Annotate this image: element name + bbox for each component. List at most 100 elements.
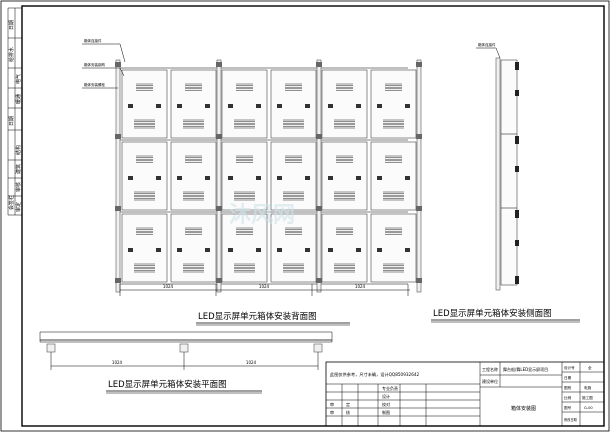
plan-view-title: LED显示屏单元箱体安装平面图 [108,379,227,390]
cabinet-port [177,248,182,252]
strip-cell-1: 给排水 [8,47,15,62]
tb-row-2-b: 定 [346,401,350,407]
strip-cell-4: 日期 [9,116,15,126]
post-bracket [316,134,322,139]
steel-post-3 [416,59,422,293]
cabinet-port [356,176,361,180]
cabinet-port [277,248,282,252]
cabinet-port [156,248,161,252]
sheet-inner-frame [21,5,605,427]
strip-cell-9: 审定 [15,202,22,212]
post-bracket [316,206,322,211]
cabinet-port [177,176,182,180]
cabinet-port [356,248,361,252]
steel-post-1 [216,59,222,293]
plan-dim-0: 1024 [112,360,123,365]
cabinet-port [277,104,282,108]
side-view-drawing: 箱体连接件 [476,42,519,291]
post-bracket [115,134,121,139]
strip-cell-7: 会签栏 [8,195,15,210]
cabinet-port [228,104,233,108]
rc-value-0: 全 [588,365,592,370]
title-block-notice: 此图仅供参考，尺寸未确，设计QQ850932642 [330,371,420,378]
cabinet-port [128,104,133,108]
cabinet-port [377,104,382,108]
cabinet-port [328,104,333,108]
back-view-leaders: 箱体连接件 箱体安装钢构 箱体安装螺栓 [82,38,126,89]
cabinet-port [305,176,310,180]
project-name: 舞台船/舞LED显示屏项目 [503,366,548,372]
post-bracket [416,62,422,67]
post-bracket [216,62,222,67]
cabinet-port [128,176,133,180]
svg-text:箱体连接件: 箱体连接件 [84,38,102,43]
post-bracket [316,278,322,283]
back-dim-1: 1024 [259,284,270,289]
cabinet-port [228,248,233,252]
cabinet-port [356,104,361,108]
cabinet-port [205,176,210,180]
cabinet-port [328,248,333,252]
svg-text:箱体安装钢构: 箱体安装钢构 [84,62,105,67]
rc-label-0: 设计号 [564,365,575,370]
post-bracket [416,134,422,139]
back-view-dimension-line: 1024 1024 1024 [119,284,410,296]
cabinet-port [228,176,233,180]
steel-post-2 [316,59,322,293]
rc-label-4: 图号 [564,405,572,410]
cabinet-port [256,176,261,180]
client-label: 建设单位 [482,378,498,384]
tb-row-3-a: 审 [330,409,334,415]
strip-cell-6: 建筑 [15,164,22,174]
post-bracket [216,278,222,283]
cabinet-port [256,104,261,108]
rc-label-5: 修改日期 [564,417,577,422]
post-bracket [115,62,121,67]
tb-row-0-c: 专业负责 [382,385,398,391]
cabinet-port [277,176,282,180]
rc-value-4: G-00 [584,406,593,410]
project-name-label: 工程名称 [482,366,498,372]
tb-row-2-c: 校对 [382,401,390,407]
steel-post-0 [115,59,121,293]
rc-value-3: 施工图 [582,395,593,400]
drawing-name: 箱体安装图 [511,405,536,412]
post-bracket [115,278,121,283]
cabinet-port [328,176,333,180]
cabinet-port [205,104,210,108]
rc-label-3: 比例 [564,395,572,400]
cabinet-port [156,104,161,108]
cabinet-port [405,176,410,180]
back-dim-2: 1024 [355,284,366,289]
cabinet-port [377,248,382,252]
rc-value-2: 电施 [584,385,592,390]
cabinet-port [156,176,161,180]
watermark: 沐风网 [229,203,295,228]
plan-dim-1: 1024 [246,360,257,365]
cabinet-port [405,104,410,108]
back-view-cabinet-array [115,59,422,293]
strip-cell-3: 暖通 [15,94,22,104]
post-bracket [115,206,121,211]
cabinet-port [256,248,261,252]
cabinet-port [405,248,410,252]
title-block: 此图仅供参考，尺寸未确，设计QQ850932642 专业负责 设计 审 定 校对… [325,361,605,427]
tb-row-2-a: 审 [330,401,334,407]
post-bracket [216,134,222,139]
svg-text:箱体连接件: 箱体连接件 [478,42,496,47]
cabinet-port [377,176,382,180]
tb-row-3-b: 核 [346,409,350,415]
cabinet-port [205,248,210,252]
tb-row-1-c: 设计 [382,393,390,399]
cabinet-port [177,104,182,108]
rc-label-1: 日期 [564,375,572,380]
svg-text:箱体安装螺栓: 箱体安装螺栓 [84,82,105,87]
strip-cell-0: 日期 [9,20,15,30]
post-bracket [216,206,222,211]
cabinet-port [305,248,310,252]
tb-row-3-c: 制图 [382,409,390,415]
back-view-title: LED显示屏单元箱体安装背面图 [198,311,317,322]
side-view-title: LED显示屏单元箱体安装侧面图 [433,308,552,319]
